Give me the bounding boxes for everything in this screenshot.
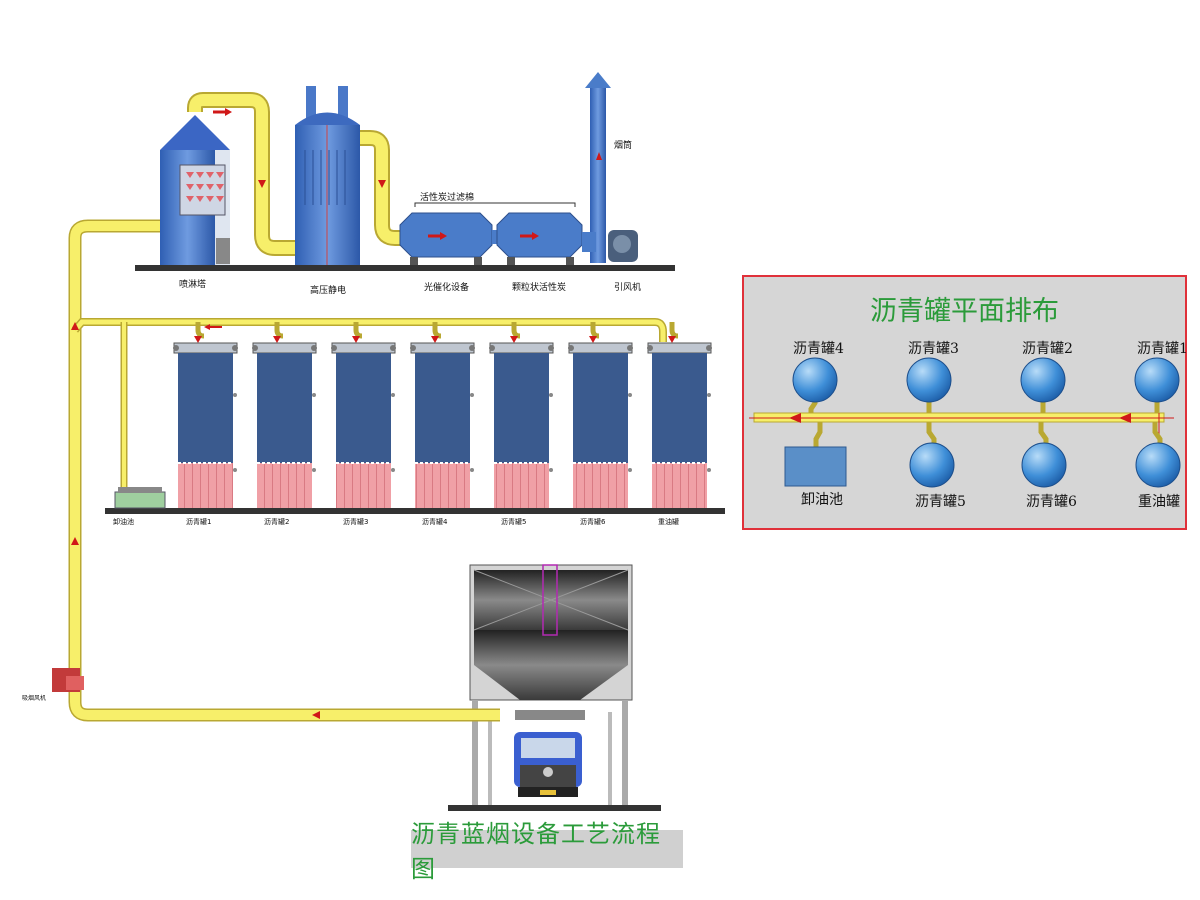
pipe-main-riser [68,219,160,690]
tank-row-label: 沥青罐1 [186,517,211,526]
label-chimney: 烟筒 [614,139,632,151]
heavy-oil-tank [647,322,712,508]
layout-label-heavy-oil-tank: 重油罐 [1138,494,1180,510]
asphalt-tank-4 [410,322,475,508]
layout-label-tank-3: 沥青罐3 [908,341,959,357]
layout-tank-2 [1020,357,1066,413]
tank-row-label: 沥青罐4 [422,517,448,526]
asphalt-tank-3 [331,322,396,508]
main-title: 沥青蓝烟设备工艺流程图 [411,820,661,883]
suction-fan [52,668,84,692]
loading-station [448,564,661,811]
equipment-row [68,72,675,690]
tank-row-label: 沥青罐3 [343,517,368,526]
layout-panel: 沥青罐平面排布 [742,275,1188,530]
photocatalytic-unit [399,212,493,265]
truck [514,732,582,797]
label-activated-carbon-cotton: 活性炭过滤棉 [420,191,474,203]
main-title-box: 沥青蓝烟设备工艺流程图 [411,820,683,883]
layout-heavy-oil-tank [1135,422,1181,488]
asphalt-tank-1 [173,322,238,508]
label-induced-fan: 引风机 [614,281,641,293]
granular-carbon-unit [496,212,583,265]
layout-label-tank-2: 沥青罐2 [1022,341,1073,357]
label-esp: 高压静电 [310,284,346,296]
layout-label-tank-4: 沥青罐4 [793,341,844,357]
ground-base-tanks [105,508,725,514]
tank-row-label: 沥青罐6 [580,517,606,526]
asphalt-tank-6 [568,322,633,508]
tank-row [71,318,725,514]
layout-tank-3 [906,357,952,413]
layout-tank-6 [1021,422,1067,488]
tank-row-label: 沥青罐5 [501,517,526,526]
asphalt-tank-2 [252,322,317,508]
layout-panel-diagram [749,357,1181,488]
asphalt-tank-5 [489,322,554,508]
electrostatic-precipitator [295,86,360,265]
chimney [585,72,611,263]
unloading-pit [114,487,166,509]
ground-base-top [135,265,675,271]
tank-row-label: 卸油池 [113,517,134,526]
layout-label-tank-1: 沥青罐1 [1137,341,1188,357]
layout-label-unloading-pit: 卸油池 [801,492,843,508]
layout-tank-1 [1134,357,1180,413]
layout-label-tank-6: 沥青罐6 [1026,494,1077,510]
spray-tower [160,115,230,265]
layout-tank-4 [792,357,838,413]
label-photocatalytic: 光催化设备 [424,281,469,293]
label-granular-carbon: 颗粒状活性炭 [512,281,566,293]
tank-row-label: 沥青罐2 [264,517,289,526]
tank-row-label: 重油罐 [658,517,679,526]
layout-tank-5 [909,422,955,488]
label-spray-tower: 喷淋塔 [179,278,206,290]
label-suction-fan: 吸烟风机 [22,694,46,702]
layout-unloading-pit [784,422,847,487]
layout-label-tank-5: 沥青罐5 [915,494,966,510]
induced-fan [582,230,638,262]
layout-panel-title: 沥青罐平面排布 [870,296,1059,327]
